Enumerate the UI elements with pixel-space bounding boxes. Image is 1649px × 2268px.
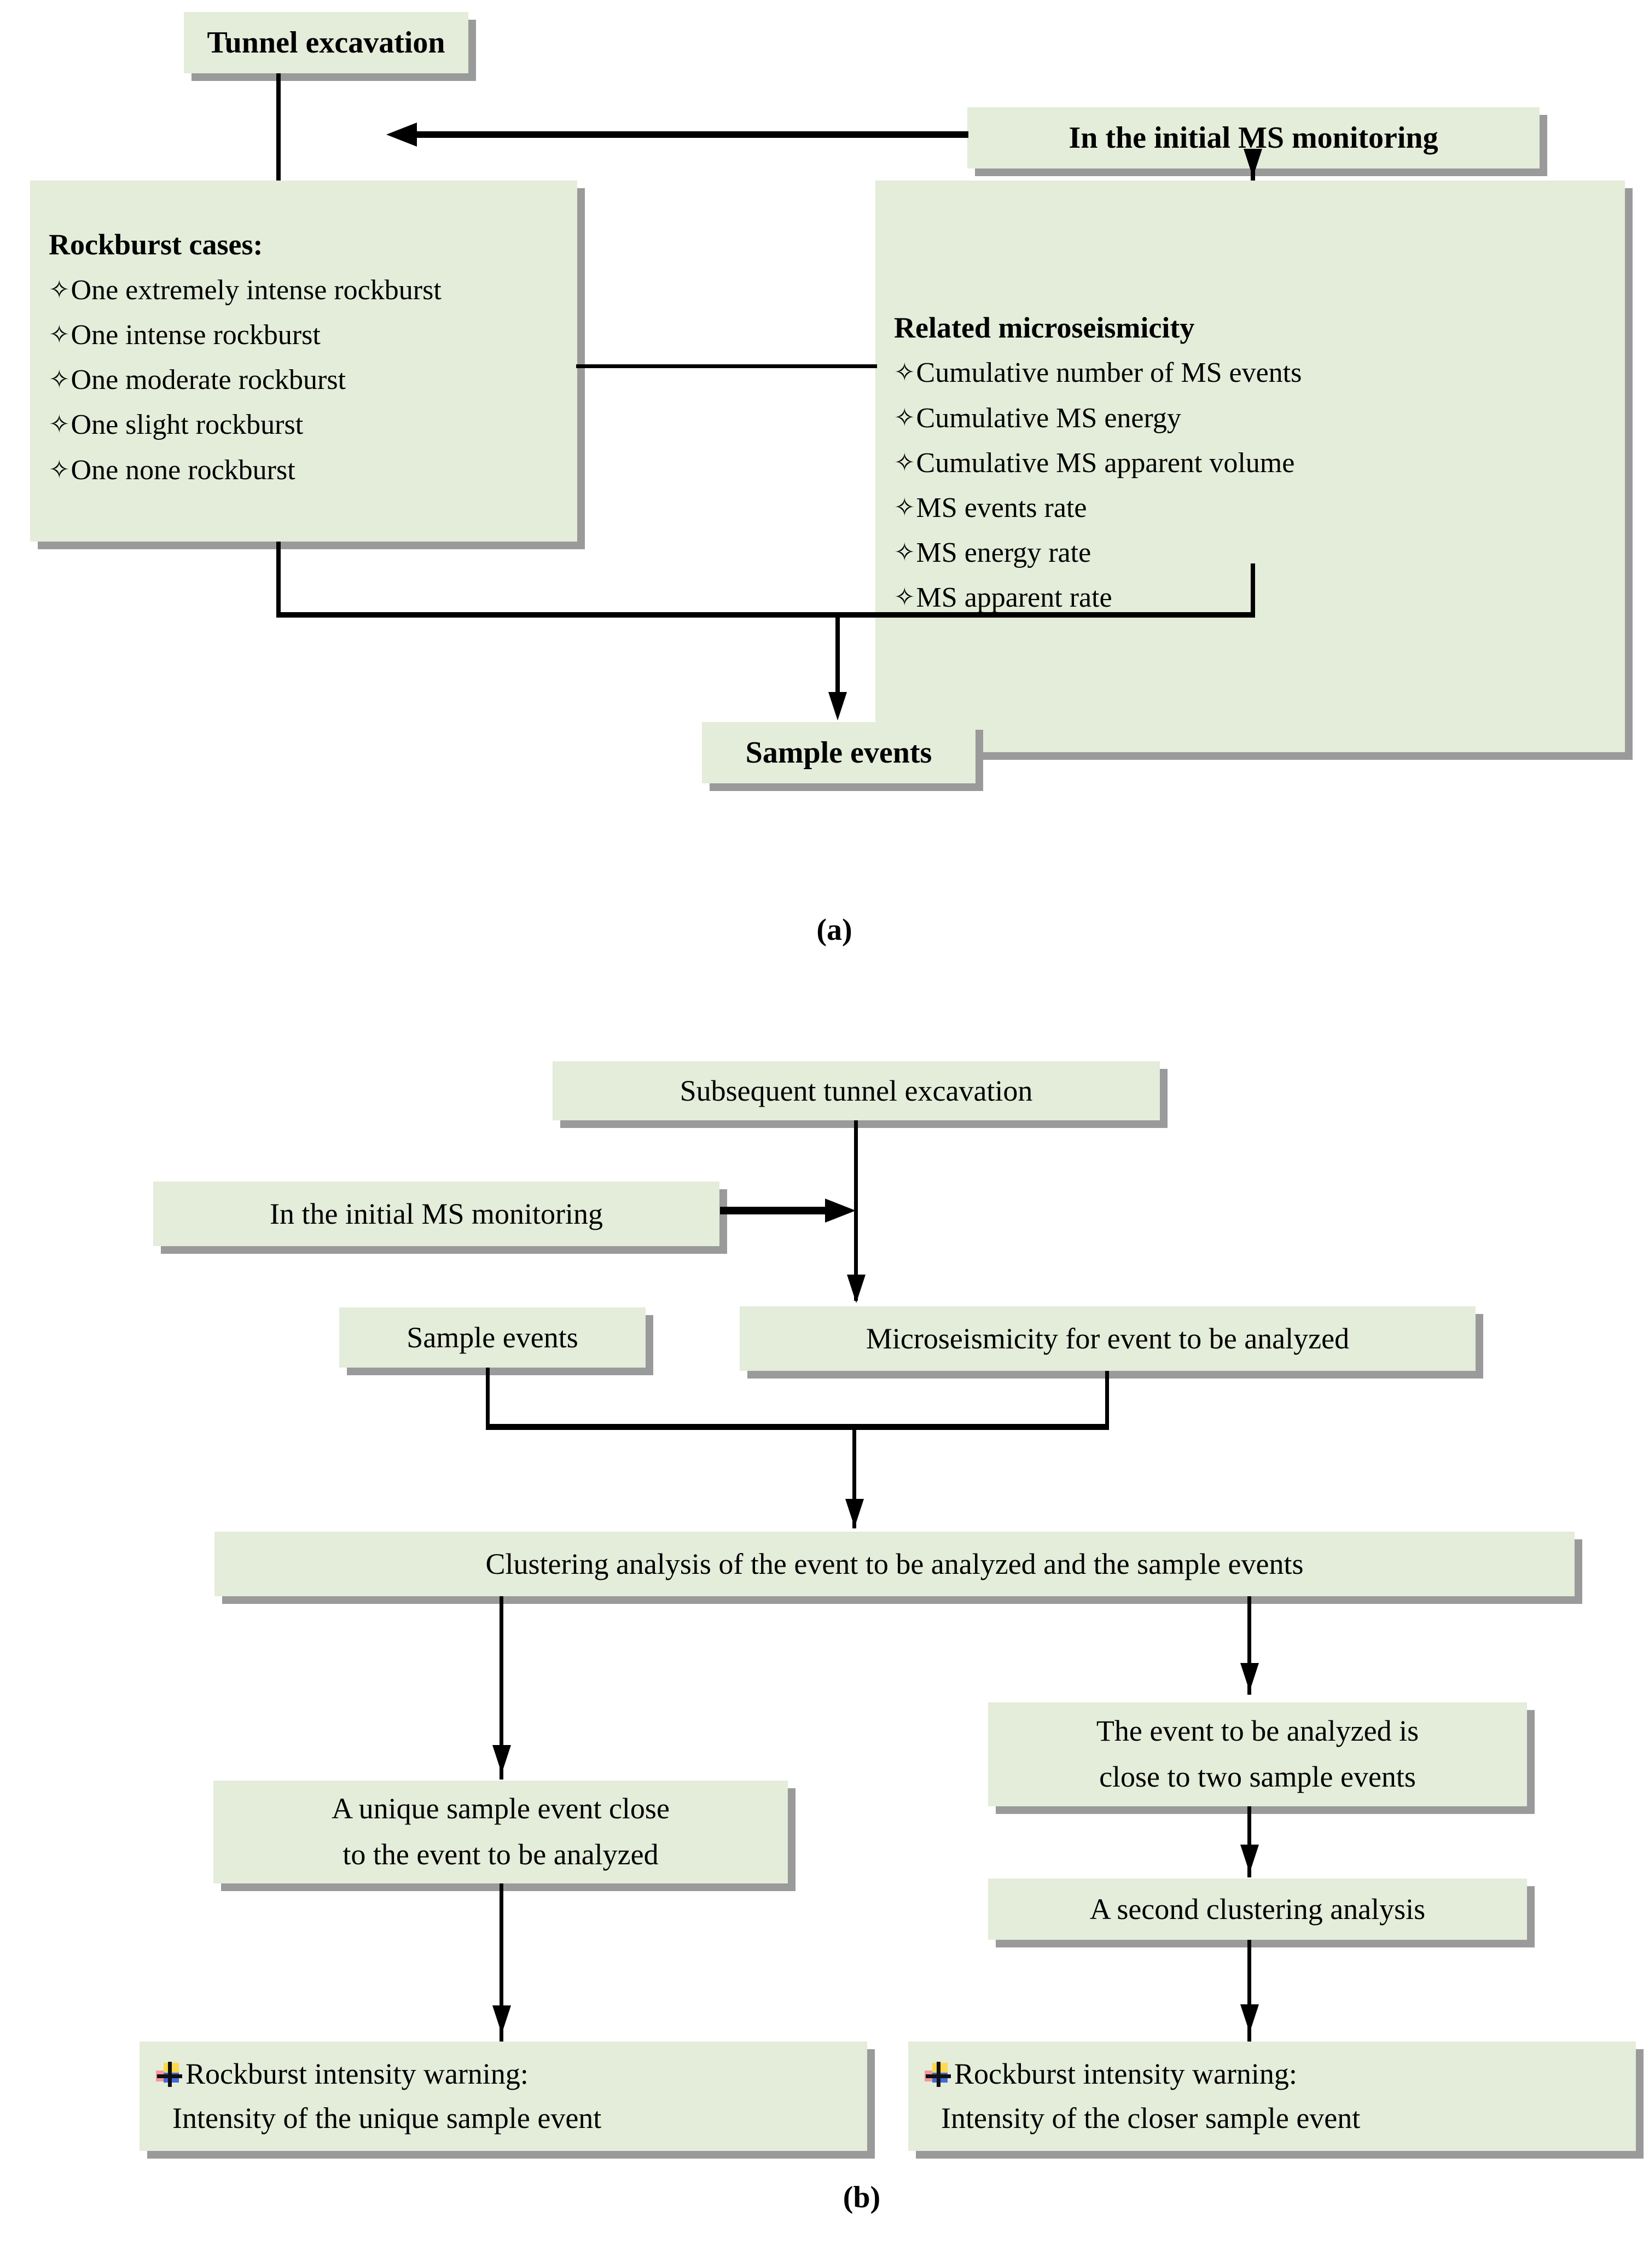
rockburst-warning-icon [925, 2061, 952, 2087]
microseismicity-item-5-label: MS apparent rate [916, 582, 1112, 614]
rockburst-case-item-3-label: One slight rockburst [71, 409, 304, 441]
connector-clustering-right-down [1247, 1596, 1251, 1695]
diamond-bullet-icon: ✧ [894, 492, 915, 522]
rockburst-case-item-0-label: One extremely intense rockburst [71, 274, 442, 306]
diamond-bullet-icon: ✧ [49, 319, 70, 350]
box-sample-events-b: Sample events [339, 1307, 646, 1368]
rockburst-case-item-1-label: One intense rockburst [71, 319, 321, 351]
connector-merge-bus-b [486, 1424, 1109, 1430]
box-warning-closer-line2: Intensity of the closer sample event [941, 2102, 1361, 2135]
connector-bus-to-clustering-arrowhead [845, 1499, 864, 1527]
box-warning-closer: Rockburst intensity warning: Intensity o… [908, 2042, 1636, 2151]
microseismicity-item-5: ✧MS apparent rate [894, 583, 1112, 613]
box-close-to-two-sample-events-line1: The event to be analyzed is [1096, 1714, 1419, 1748]
connector-merge-bus-a [276, 612, 1255, 618]
connector-two-events-to-second-clustering-arrowhead [1240, 1845, 1259, 1873]
diamond-bullet-icon: ✧ [894, 402, 915, 432]
microseismicity-item-3-label: MS events rate [916, 492, 1087, 524]
box-clustering-analysis-label: Clustering analysis of the event to be a… [485, 1548, 1304, 1580]
connector-msb-to-vertical-line [720, 1207, 829, 1214]
rockburst-case-item-4-label: One none rockburst [71, 454, 295, 486]
box-microseismicity-for-event: Microseismicity for event to be analyzed [740, 1306, 1476, 1371]
box-microseismicity-for-event-label: Microseismicity for event to be analyzed [866, 1322, 1350, 1355]
box-subsequent-tunnel-excavation: Subsequent tunnel excavation [553, 1061, 1160, 1120]
box-initial-ms-monitoring-b: In the initial MS monitoring [153, 1182, 719, 1246]
box-initial-ms-monitoring-b-label: In the initial MS monitoring [270, 1197, 603, 1230]
rockburst-case-item-1: ✧One intense rockburst [49, 320, 321, 351]
rockburst-case-item-3: ✧One slight rockburst [49, 410, 303, 440]
rockburst-case-item-2: ✧One moderate rockburst [49, 365, 346, 396]
box-sample-events-a-label: Sample events [745, 736, 932, 770]
box-unique-sample-event: A unique sample event close to the event… [213, 1781, 788, 1883]
connector-clustering-left-down [500, 1596, 503, 1779]
box-warning-unique-line2: Intensity of the unique sample event [172, 2102, 602, 2135]
box-warning-unique: Rockburst intensity warning: Intensity o… [140, 2042, 867, 2151]
diamond-bullet-icon: ✧ [894, 357, 915, 387]
box-sample-events-a: Sample events [702, 722, 976, 783]
box-close-to-two-sample-events-line2: close to two sample events [1099, 1760, 1416, 1793]
connector-clustering-right-arrowhead [1240, 1663, 1259, 1691]
connector-two-events-to-second-clustering [1247, 1806, 1251, 1877]
box-second-clustering-analysis-label: A second clustering analysis [1089, 1893, 1426, 1926]
box-tunnel-excavation: Tunnel excavation [184, 12, 468, 73]
diamond-bullet-icon: ✧ [49, 364, 70, 394]
connector-second-clustering-to-warning-arrowhead [1240, 2004, 1259, 2033]
microseismicity-item-4: ✧MS energy rate [894, 537, 1091, 568]
box-warning-closer-line1-label: Rockburst intensity warning: [954, 2057, 1297, 2090]
box-related-microseismicity-heading: Related microseismicity [894, 311, 1195, 344]
box-subsequent-tunnel-excavation-label: Subsequent tunnel excavation [680, 1074, 1033, 1107]
connector-msb-to-vertical-arrowhead [825, 1199, 856, 1223]
microseismicity-item-0-label: Cumulative number of MS events [916, 357, 1302, 389]
rockburst-case-item-2-label: One moderate rockburst [71, 364, 346, 396]
box-tunnel-excavation-label: Tunnel excavation [207, 26, 445, 60]
connector-ms-to-tunnel-line [416, 131, 968, 138]
box-rockburst-cases-heading: Rockburst cases: [49, 228, 263, 261]
rockburst-case-item-4: ✧One none rockburst [49, 455, 295, 486]
connector-second-clustering-to-warning [1247, 1940, 1251, 2044]
rockburst-warning-icon [156, 2061, 183, 2087]
box-unique-sample-event-line2: to the event to be analyzed [342, 1838, 659, 1871]
connector-bus-to-sample-events-a-arrowhead [828, 692, 847, 720]
connector-sample-events-b-down [486, 1368, 490, 1428]
box-unique-sample-event-line1: A unique sample event close [332, 1792, 670, 1825]
connector-unique-to-warning-arrowhead [492, 2005, 511, 2034]
box-warning-closer-line1: Rockburst intensity warning: [925, 2052, 1297, 2096]
microseismicity-item-0: ✧Cumulative number of MS events [894, 358, 1302, 388]
connector-microseismicity-b-down [1105, 1371, 1109, 1428]
microseismicity-item-3: ✧MS events rate [894, 492, 1087, 524]
connector-cases-down-line [276, 542, 281, 616]
rockburst-case-item-0: ✧One extremely intense rockburst [49, 275, 442, 306]
box-close-to-two-sample-events: The event to be analyzed is close to two… [988, 1702, 1527, 1806]
connector-bus-to-clustering [852, 1430, 856, 1528]
panel-b-caption: (b) [843, 2180, 881, 2214]
connector-subsequent-to-micro-arrowhead [847, 1275, 866, 1303]
connector-bus-to-sample-events-a [835, 618, 840, 713]
box-rockburst-cases: Rockburst cases: ✧One extremely intense … [30, 181, 577, 542]
diamond-bullet-icon: ✧ [894, 537, 915, 567]
box-second-clustering-analysis: A second clustering analysis [988, 1879, 1527, 1940]
microseismicity-item-2: ✧Cumulative MS apparent volume [894, 447, 1295, 479]
box-related-microseismicity: Related microseismicity ✧Cumulative numb… [875, 181, 1625, 752]
box-sample-events-b-label: Sample events [407, 1321, 578, 1354]
microseismicity-item-2-label: Cumulative MS apparent volume [916, 447, 1295, 479]
diamond-bullet-icon: ✧ [894, 447, 915, 477]
box-warning-unique-line1: Rockburst intensity warning: [156, 2052, 529, 2096]
box-clustering-analysis: Clustering analysis of the event to be a… [214, 1532, 1575, 1596]
connector-microseismicity-bus-line [1251, 563, 1255, 616]
connector-cases-to-microseismicity [576, 364, 877, 368]
connector-subsequent-to-micro-line [854, 1120, 858, 1301]
connector-clustering-left-arrowhead [492, 1745, 511, 1773]
diamond-bullet-icon: ✧ [49, 409, 70, 439]
box-warning-unique-line1-label: Rockburst intensity warning: [185, 2057, 529, 2090]
microseismicity-item-4-label: MS energy rate [916, 537, 1091, 568]
diamond-bullet-icon: ✧ [49, 274, 70, 304]
diamond-bullet-icon: ✧ [49, 454, 70, 484]
diamond-bullet-icon: ✧ [894, 582, 915, 612]
panel-a-caption: (a) [816, 913, 852, 947]
connector-ms-to-related-arrow [1244, 149, 1262, 177]
microseismicity-item-1: ✧Cumulative MS energy [894, 403, 1181, 434]
microseismicity-item-1-label: Cumulative MS energy [916, 402, 1181, 434]
connector-ms-to-tunnel-arrowhead [386, 123, 417, 147]
connector-unique-to-warning [500, 1883, 503, 2045]
